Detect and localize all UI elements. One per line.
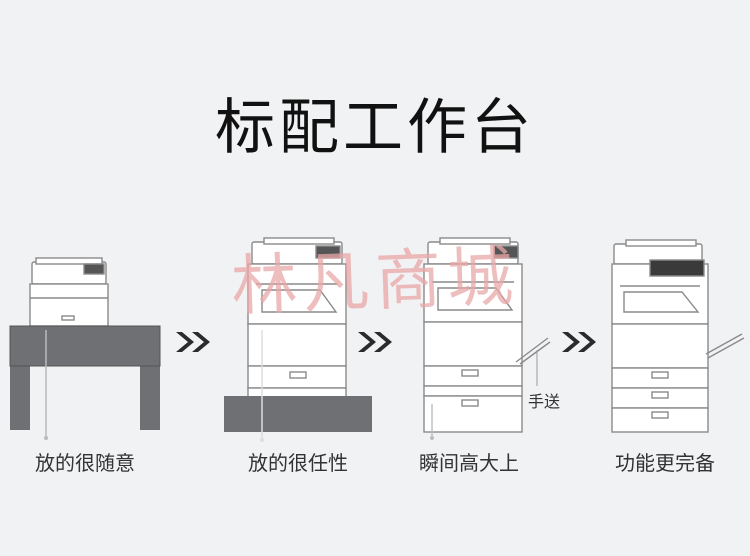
step1-copier: [29, 257, 109, 327]
step3-copier: [423, 237, 551, 438]
double-chevron-right-icon: [358, 332, 392, 352]
double-chevron-right-icon: [562, 332, 596, 352]
step2-base: [224, 330, 372, 442]
step4-copier: [611, 239, 745, 433]
watermark: 林凡商城: [229, 237, 521, 325]
caption-step-1: 放的很随意: [35, 451, 135, 475]
double-chevron-right-icon: [176, 332, 210, 352]
step1-table: [9, 325, 161, 440]
caption-step-4: 功能更完备: [615, 451, 715, 475]
caption-step-2: 放的很任性: [248, 451, 348, 475]
caption-step-3: 瞬间高大上: [419, 451, 519, 475]
manual-feed-label: 手送: [528, 392, 561, 411]
page-title: 标配工作台: [215, 93, 535, 163]
step2-copier: [247, 237, 347, 399]
